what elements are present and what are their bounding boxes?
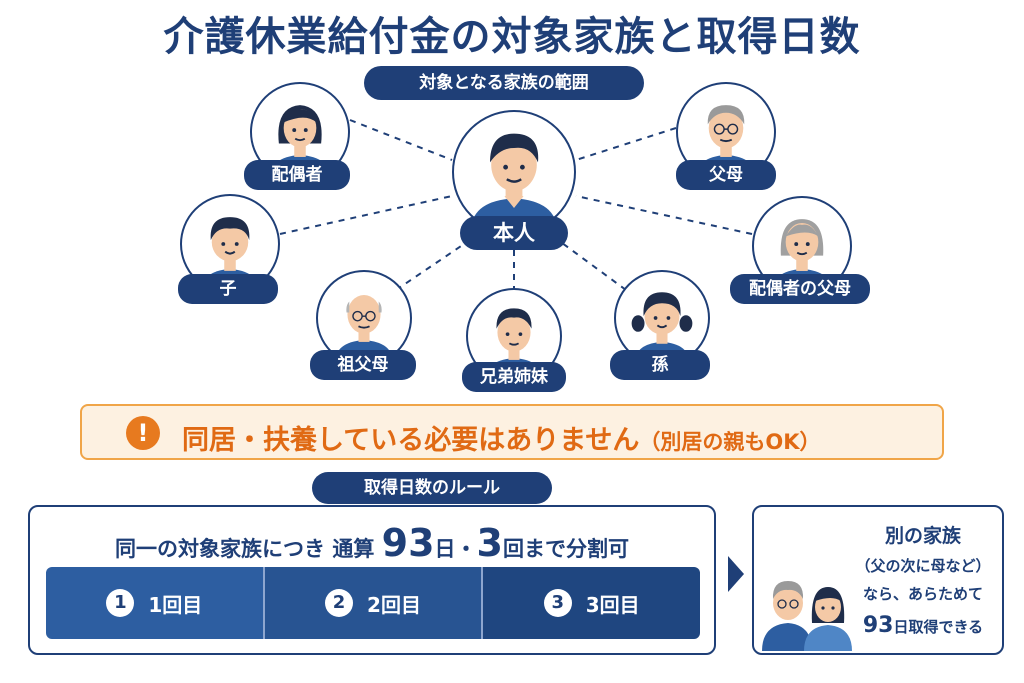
- split-attempts: 1 1回目 2 2回目 3 3回目: [46, 567, 700, 639]
- rules-box: 同一の対象家族につき 通算 93日・3回まで分割可 1 1回目 2 2回目 3 …: [28, 505, 716, 655]
- attempt-3: 3 3回目: [481, 567, 700, 639]
- number-1-icon: 1: [106, 589, 135, 617]
- exclamation-icon: !: [126, 416, 160, 450]
- siblings-label: 兄弟姉妹: [462, 362, 566, 392]
- spouse-label: 配偶者: [244, 160, 350, 190]
- attempt-3-label: 3回目: [585, 592, 640, 617]
- notice-text: 同居・扶養している必要はありません（別居の親もOK）: [182, 418, 821, 457]
- other-family-days: 93日取得できる: [848, 613, 998, 638]
- rules-label: 取得日数のルール: [312, 472, 552, 504]
- rule-statement: 同一の対象家族につき 通算 93日・3回まで分割可: [30, 521, 714, 565]
- rule-middle: 日・: [434, 537, 477, 561]
- attempt-2-label: 2回目: [367, 592, 421, 617]
- other-days-number: 93: [862, 613, 894, 638]
- self-label: 本人: [460, 216, 568, 250]
- number-3-icon: 3: [543, 589, 572, 617]
- arrow-right-icon: [728, 556, 744, 592]
- elderly-couple-icon: [762, 581, 852, 651]
- child-label: 子: [178, 274, 278, 304]
- rule-days: 93: [381, 521, 435, 565]
- grandparents-label: 祖父母: [310, 350, 416, 380]
- attempt-2: 2 2回目: [262, 567, 482, 639]
- rule-suffix: 回まで分割可: [502, 537, 629, 561]
- notice-main-text: 同居・扶養している必要はありません: [182, 425, 640, 456]
- rule-prefix: 同一の対象家族につき 通算: [115, 537, 375, 561]
- notice-banner: ! 同居・扶養している必要はありません（別居の親もOK）: [80, 404, 944, 460]
- other-family-line2: なら、あらためて: [862, 585, 983, 603]
- rule-times: 3: [476, 521, 503, 565]
- other-days-suffix: 日取得できる: [893, 618, 984, 636]
- other-family-title: 別の家族: [884, 525, 961, 547]
- attempt-1: 1 1回目: [46, 567, 263, 639]
- spouse-parents-label: 配偶者の父母: [730, 274, 870, 304]
- other-family-line1: （父の次に母など）: [855, 557, 991, 575]
- notice-sub-text: （別居の親もOK）: [639, 430, 821, 454]
- grandchildren-label: 孫: [610, 350, 710, 380]
- attempt-1-label: 1回目: [148, 592, 203, 617]
- page-title: 介護休業給付金の対象家族と取得日数: [163, 14, 861, 60]
- scope-label: 対象となる家族の範囲: [364, 66, 644, 100]
- parents-label: 父母: [676, 160, 776, 190]
- other-family-box: 別の家族 （父の次に母など） なら、あらためて 93日取得できる: [752, 505, 1004, 655]
- number-2-icon: 2: [325, 589, 354, 617]
